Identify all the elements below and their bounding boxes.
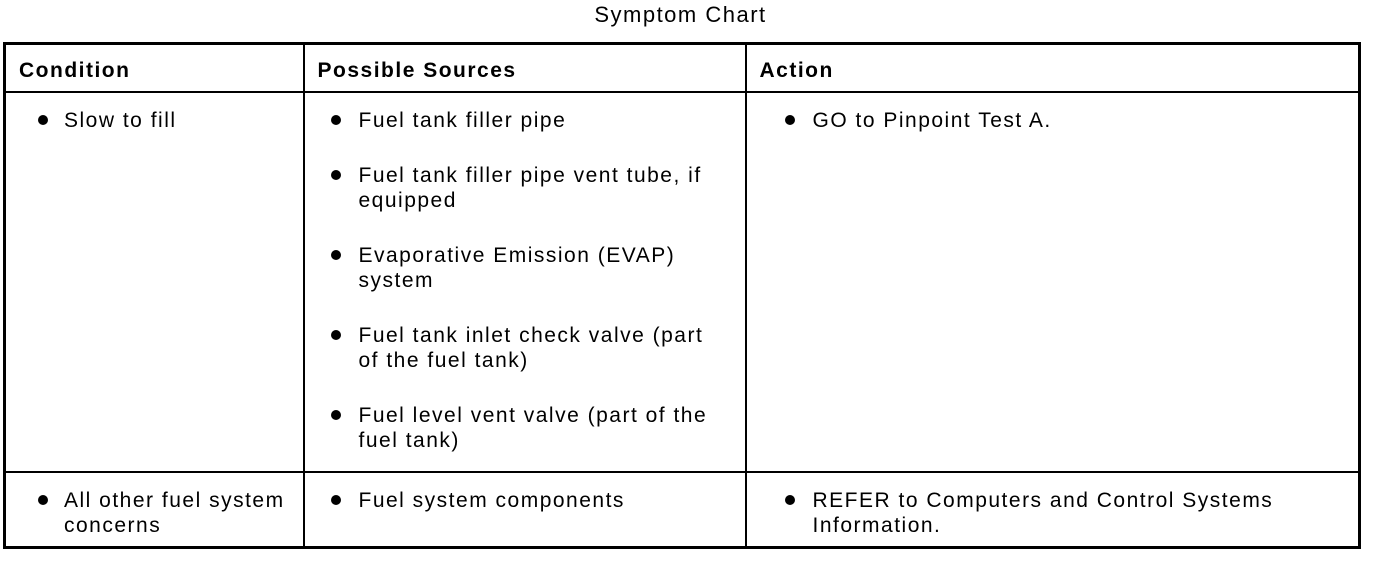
source-text: Fuel tank inlet check valve (part of the… bbox=[358, 323, 704, 372]
list-item: Evaporative Emission (EVAP) system bbox=[329, 243, 717, 293]
action-cell: GO to Pinpoint Test A. bbox=[744, 90, 1361, 473]
action-list: GO to Pinpoint Test A. bbox=[747, 93, 1359, 133]
action-list: REFER to Computers and Control Systems I… bbox=[747, 473, 1359, 538]
possible-sources-cell: Fuel tank filler pipe Fuel tank filler p… bbox=[302, 90, 747, 473]
bullet-icon bbox=[784, 494, 795, 505]
bullet-icon bbox=[38, 114, 48, 125]
condition-cell: All other fuel system concerns bbox=[3, 470, 305, 549]
table-row-slow-to-fill: Slow to fill Fuel tank filler pipe Fuel … bbox=[3, 90, 1361, 473]
condition-cell: Slow to fill bbox=[3, 90, 305, 473]
table-row-all-other-concerns: All other fuel system concerns Fuel syst… bbox=[3, 470, 1361, 549]
bullet-icon bbox=[330, 409, 341, 420]
possible-sources-cell: Fuel system components bbox=[302, 470, 747, 549]
bullet-icon bbox=[330, 494, 341, 505]
page-title: Symptom Chart bbox=[594, 2, 767, 27]
list-item: Fuel tank filler pipe vent tube, if equi… bbox=[329, 163, 717, 213]
bullet-icon bbox=[38, 494, 48, 505]
bullet-icon bbox=[330, 169, 341, 180]
condition-text: Slow to fill bbox=[64, 108, 177, 132]
list-item: GO to Pinpoint Test A. bbox=[783, 108, 1351, 133]
bullet-icon bbox=[330, 249, 341, 260]
condition-text: All other fuel system concerns bbox=[64, 488, 285, 537]
condition-list: Slow to fill bbox=[6, 93, 303, 133]
condition-list: All other fuel system concerns bbox=[6, 473, 303, 538]
header-cell-condition: Condition bbox=[3, 42, 305, 93]
possible-sources-list: Fuel tank filler pipe Fuel tank filler p… bbox=[305, 93, 745, 453]
source-text: Fuel tank filler pipe bbox=[358, 108, 567, 132]
source-text: Fuel tank filler pipe vent tube, if equi… bbox=[358, 163, 702, 212]
action-text: GO to Pinpoint Test A. bbox=[812, 108, 1052, 132]
source-text: Evaporative Emission (EVAP) system bbox=[358, 243, 676, 292]
table-header-row: Condition Possible Sources Action bbox=[3, 42, 1361, 93]
bullet-icon bbox=[330, 114, 341, 125]
list-item: Fuel level vent valve (part of the fuel … bbox=[329, 403, 717, 453]
list-item: Fuel system components bbox=[329, 488, 717, 513]
action-text: REFER to Computers and Control Systems I… bbox=[812, 488, 1274, 537]
possible-sources-list: Fuel system components bbox=[305, 473, 745, 513]
bullet-icon bbox=[330, 329, 341, 340]
list-item: Fuel tank filler pipe bbox=[329, 108, 717, 133]
source-text: Fuel level vent valve (part of the fuel … bbox=[358, 403, 708, 452]
header-cell-action: Action bbox=[744, 42, 1361, 93]
list-item: All other fuel system concerns bbox=[36, 488, 301, 538]
list-item: Fuel tank inlet check valve (part of the… bbox=[329, 323, 717, 373]
source-text: Fuel system components bbox=[358, 488, 625, 512]
symptom-table: Condition Possible Sources Action Slow t… bbox=[3, 42, 1361, 549]
list-item: Slow to fill bbox=[36, 108, 301, 133]
list-item: REFER to Computers and Control Systems I… bbox=[783, 488, 1351, 538]
action-cell: REFER to Computers and Control Systems I… bbox=[744, 470, 1361, 549]
header-cell-possible-sources: Possible Sources bbox=[302, 42, 747, 93]
bullet-icon bbox=[784, 114, 795, 125]
